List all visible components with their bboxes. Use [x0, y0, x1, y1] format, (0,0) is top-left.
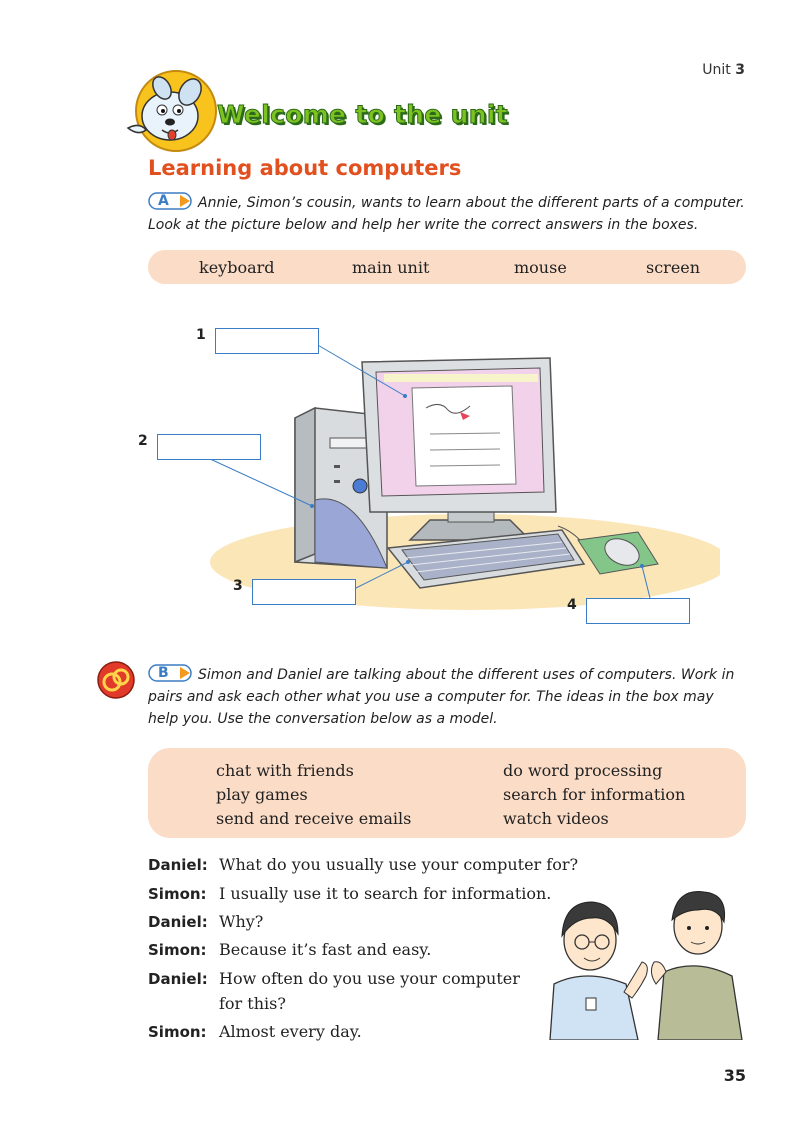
dialogue-line: I usually use it to search for informati… — [219, 884, 552, 903]
label-number-4: 4 — [567, 597, 577, 613]
dialogue-speaker: Simon: — [148, 885, 207, 903]
ideas-box — [148, 748, 746, 838]
part-a-line2: Look at the picture below and help her w… — [148, 217, 699, 233]
keyboard-illustration — [386, 529, 586, 589]
dog-mascot-icon — [126, 70, 217, 152]
unit-number: 3 — [735, 62, 745, 78]
badge-b-icon — [148, 664, 192, 682]
word-keyboard: keyboard — [199, 258, 275, 277]
pair-work-icon — [97, 661, 135, 699]
dialogue-speaker: Simon: — [148, 941, 207, 959]
idea-item: do word processing — [503, 761, 663, 780]
idea-item: watch videos — [503, 809, 609, 828]
dialogue-line: Almost every day. — [219, 1022, 362, 1041]
part-a-line1: Annie, Simon’s cousin, wants to learn ab… — [198, 195, 745, 211]
label-number-3: 3 — [233, 578, 243, 594]
part-b-line2: pairs and ask each other what you use a … — [148, 689, 714, 705]
answer-box-3[interactable] — [252, 579, 356, 605]
idea-item: play games — [216, 785, 308, 804]
unit-label: Unit 3 — [702, 62, 745, 78]
word-screen: screen — [646, 258, 701, 277]
part-a-badge: A — [148, 192, 192, 210]
part-b-badge: B — [148, 664, 192, 682]
part-a-letter: A — [158, 193, 169, 209]
idea-item: send and receive emails — [216, 809, 412, 828]
word-mouse: mouse — [514, 258, 567, 277]
dialogue-line: What do you usually use your computer fo… — [219, 855, 579, 874]
boys-talking-illustration — [549, 891, 743, 1040]
dialogue-line: Why? — [219, 912, 264, 931]
main-unit-illustration — [294, 406, 388, 569]
idea-item: search for information — [503, 785, 686, 804]
word-bank — [148, 250, 746, 284]
part-b-line1: Simon and Daniel are talking about the d… — [198, 667, 735, 683]
computer-illustration — [207, 343, 720, 610]
page-title: Welcome to the unit — [217, 100, 509, 130]
part-b-line3: help you. Use the conversation below as … — [148, 711, 498, 727]
part-b-letter: B — [158, 665, 169, 681]
word-main-unit: main unit — [352, 258, 430, 277]
unit-prefix: Unit — [702, 62, 731, 78]
section-title: Learning about computers — [148, 156, 462, 180]
label-number-1: 1 — [196, 327, 206, 343]
part-a-instructions: A Annie, Simon’s cousin, wants to learn … — [148, 192, 748, 236]
page-number: 35 — [723, 1066, 746, 1085]
badge-a-icon — [148, 192, 192, 210]
dialogue-speaker: Daniel: — [148, 913, 208, 931]
mouse-illustration — [557, 525, 659, 575]
dialogue-speaker: Daniel: — [148, 856, 208, 874]
idea-item: chat with friends — [216, 761, 354, 780]
dialogue-line: Because it’s fast and easy. — [219, 940, 432, 959]
answer-box-4[interactable] — [586, 598, 690, 624]
answer-box-1[interactable] — [215, 328, 319, 354]
dialogue-line: How often do you use your computer — [219, 969, 520, 988]
label-number-2: 2 — [138, 433, 148, 449]
screen-illustration — [361, 357, 557, 541]
dialogue-speaker: Daniel: — [148, 970, 208, 988]
dialogue-line-continued: for this? — [219, 994, 286, 1013]
part-b-instructions: B Simon and Daniel are talking about the… — [148, 664, 748, 730]
answer-box-2[interactable] — [157, 434, 261, 460]
dialogue-speaker: Simon: — [148, 1023, 207, 1041]
